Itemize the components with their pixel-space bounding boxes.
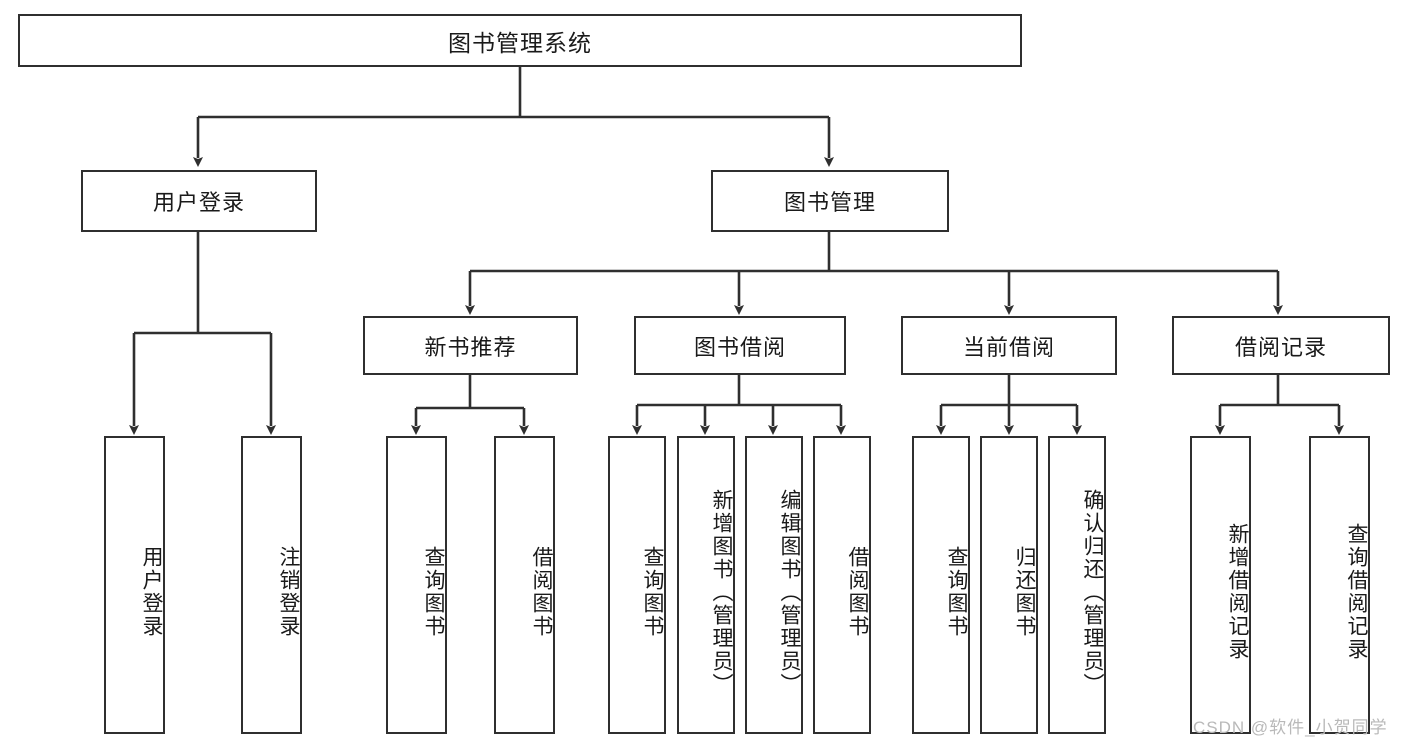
node-leaf-query-book-1[interactable]: 查询图书 xyxy=(386,436,447,734)
node-user-login-label: 用户登录 xyxy=(152,190,245,215)
node-book-manage[interactable]: 图书管理 xyxy=(711,170,949,232)
node-leaf-borrow-book-2-label: 借阅图书 xyxy=(846,546,869,638)
node-leaf-edit-book[interactable]: 编辑图书（管理员） xyxy=(745,436,803,734)
node-leaf-query-record-label: 查询借阅记录 xyxy=(1345,523,1368,661)
node-new-book-rec-label: 新书推荐 xyxy=(424,334,517,360)
node-leaf-edit-book-label: 编辑图书（管理员） xyxy=(778,488,801,696)
node-book-borrow-label: 图书借阅 xyxy=(693,334,786,360)
node-leaf-borrow-book-1-label: 借阅图书 xyxy=(530,546,553,638)
node-book-borrow[interactable]: 图书借阅 xyxy=(634,316,846,375)
node-current-borrow[interactable]: 当前借阅 xyxy=(901,316,1117,375)
node-user-login[interactable]: 用户登录 xyxy=(81,170,317,232)
node-leaf-borrow-book-1[interactable]: 借阅图书 xyxy=(494,436,555,734)
node-leaf-logout-label: 注销登录 xyxy=(277,546,300,638)
node-leaf-query-book-3[interactable]: 查询图书 xyxy=(912,436,970,734)
node-leaf-query-book-2[interactable]: 查询图书 xyxy=(608,436,666,734)
node-leaf-query-book-2-label: 查询图书 xyxy=(641,546,664,638)
node-leaf-add-book-label: 新增图书（管理员） xyxy=(710,488,733,696)
node-leaf-confirm-return-label: 确认归还（管理员） xyxy=(1081,488,1104,696)
node-leaf-confirm-return[interactable]: 确认归还（管理员） xyxy=(1048,436,1106,734)
node-leaf-user-login[interactable]: 用户登录 xyxy=(104,436,165,734)
node-current-borrow-label: 当前借阅 xyxy=(962,334,1055,360)
node-book-manage-label: 图书管理 xyxy=(783,190,876,215)
node-leaf-query-book-1-label: 查询图书 xyxy=(422,546,445,638)
node-leaf-add-record[interactable]: 新增借阅记录 xyxy=(1190,436,1251,734)
node-new-book-rec[interactable]: 新书推荐 xyxy=(363,316,578,375)
node-leaf-user-login-label: 用户登录 xyxy=(140,546,163,638)
node-borrow-record[interactable]: 借阅记录 xyxy=(1172,316,1390,375)
node-leaf-query-book-3-label: 查询图书 xyxy=(945,546,968,638)
node-leaf-logout[interactable]: 注销登录 xyxy=(241,436,302,734)
node-leaf-query-record[interactable]: 查询借阅记录 xyxy=(1309,436,1370,734)
node-leaf-return-book[interactable]: 归还图书 xyxy=(980,436,1038,734)
node-leaf-borrow-book-2[interactable]: 借阅图书 xyxy=(813,436,871,734)
node-root[interactable]: 图书管理系统 xyxy=(18,14,1022,67)
csdn-watermark: CSDN @软件_小贺同学 xyxy=(1193,718,1388,737)
node-leaf-return-book-label: 归还图书 xyxy=(1013,546,1036,638)
node-borrow-record-label: 借阅记录 xyxy=(1234,334,1327,360)
node-leaf-add-record-label: 新增借阅记录 xyxy=(1226,523,1249,661)
node-root-label: 图书管理系统 xyxy=(448,29,592,56)
node-leaf-add-book[interactable]: 新增图书（管理员） xyxy=(677,436,735,734)
